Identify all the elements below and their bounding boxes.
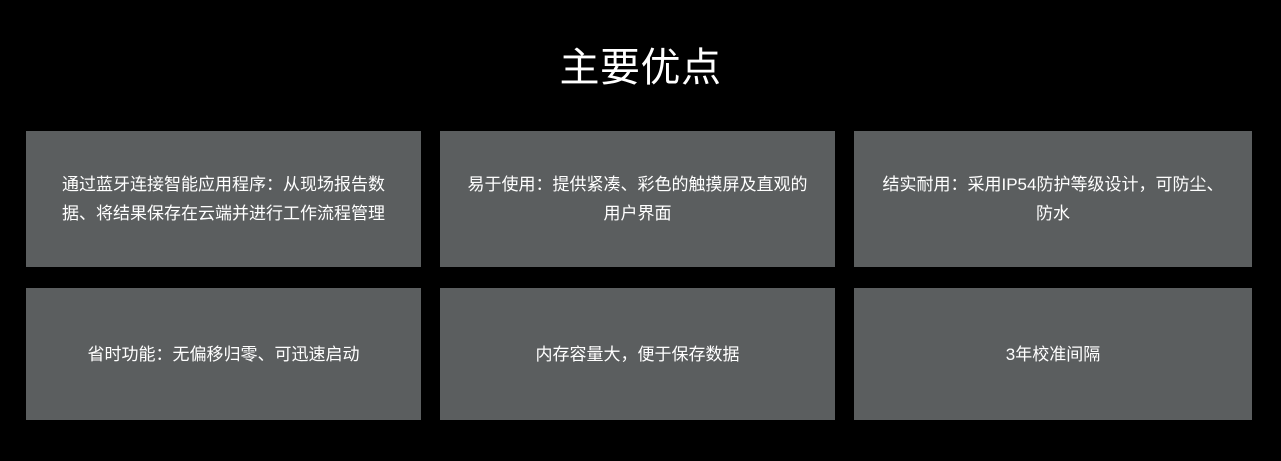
benefit-card-text: 通过蓝牙连接智能应用程序：从现场报告数据、将结果保存在云端并进行工作流程管理 <box>62 175 385 223</box>
benefit-card: 通过蓝牙连接智能应用程序：从现场报告数据、将结果保存在云端并进行工作流程管理 <box>26 131 421 267</box>
benefit-card: 易于使用：提供紧凑、彩色的触摸屏及直观的用户界面 <box>440 131 835 267</box>
benefit-card: 省时功能：无偏移归零、可迅速启动 <box>26 288 421 420</box>
benefit-card-text: 结实耐用：采用IP54防护等级设计，可防尘、防水 <box>882 175 1224 223</box>
benefit-card-text: 易于使用：提供紧凑、彩色的触摸屏及直观的用户界面 <box>467 175 808 223</box>
benefit-card: 内存容量大，便于保存数据 <box>440 288 835 420</box>
page-title: 主要优点 <box>559 46 722 90</box>
benefit-card-text: 内存容量大，便于保存数据 <box>535 344 740 364</box>
benefit-card: 结实耐用：采用IP54防护等级设计，可防尘、防水 <box>854 131 1252 267</box>
benefit-card-text: 3年校准间隔 <box>1005 344 1101 364</box>
benefit-card-text: 省时功能：无偏移归零、可迅速启动 <box>87 344 360 364</box>
benefits-grid: 通过蓝牙连接智能应用程序：从现场报告数据、将结果保存在云端并进行工作流程管理 易… <box>26 131 1253 420</box>
benefit-card: 3年校准间隔 <box>854 288 1252 420</box>
